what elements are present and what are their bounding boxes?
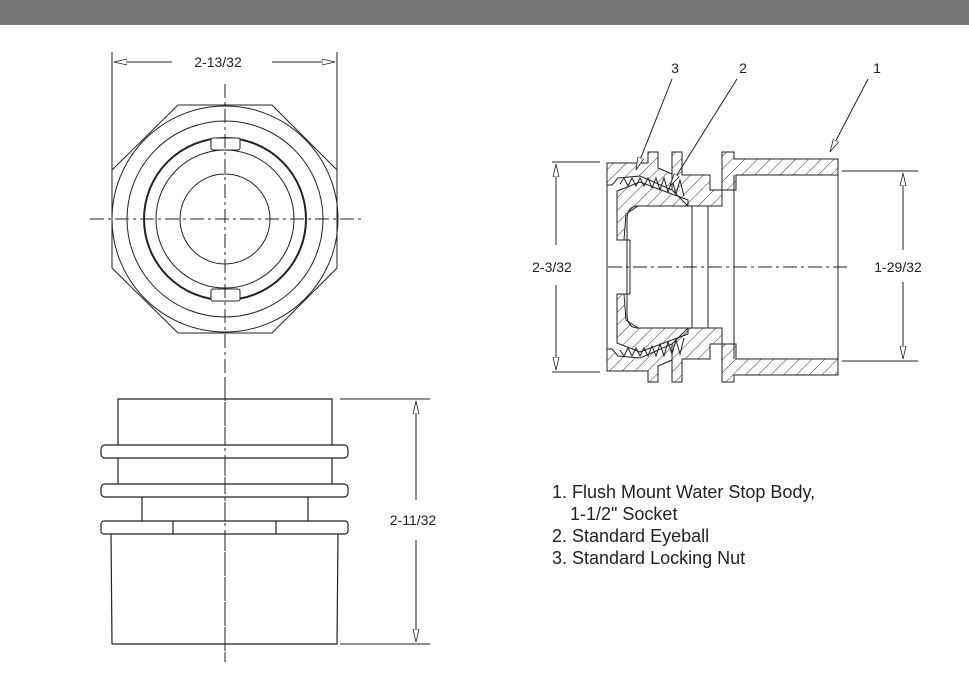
callout-3: 3 [671, 60, 679, 76]
side-view [100, 380, 430, 662]
top-width-dimension: 2-13/32 [194, 54, 242, 70]
legend-item-2: 2. Standard Eyeball [552, 526, 710, 546]
side-height-dimension: 2-11/32 [390, 512, 437, 528]
header-bar [0, 0, 969, 25]
top-view [90, 52, 365, 660]
section-outer-dimension: 2-3/32 [532, 259, 572, 275]
parts-legend: 1. Flush Mount Water Stop Body, 1-1/2" S… [552, 481, 815, 569]
legend-item-3: 3. Standard Locking Nut [552, 548, 746, 568]
callout-1: 1 [873, 60, 881, 76]
legend-item-1: 1. Flush Mount Water Stop Body, [552, 482, 816, 502]
section-view [552, 78, 918, 383]
section-socket-dimension: 1-29/32 [874, 259, 922, 275]
callout-2: 2 [739, 60, 747, 76]
legend-item-1-detail: 1-1/2" Socket [570, 504, 678, 524]
